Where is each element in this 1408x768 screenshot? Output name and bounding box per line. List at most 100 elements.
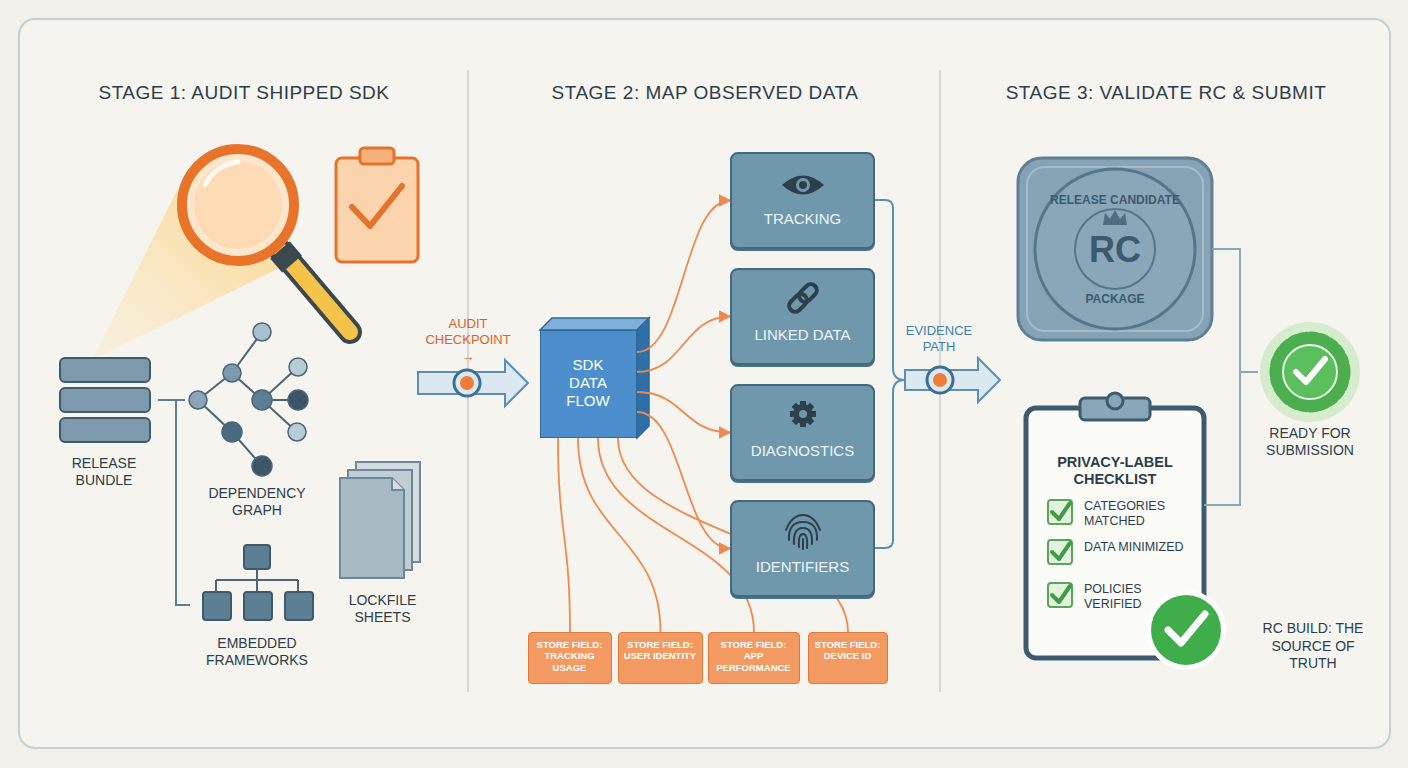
rc-package-badge: RELEASE CANDIDATERCPACKAGE — [1018, 158, 1212, 340]
fingerprint-icon — [789, 522, 817, 540]
node-text: STORE FIELD: TRACKING USAGE — [531, 639, 608, 673]
fingerprint-icon — [794, 528, 812, 544]
store-field-box: STORE FIELD: TRACKING USAGE — [528, 632, 612, 684]
audit-clipboard-icon — [336, 158, 418, 262]
magnifier-icon — [282, 252, 350, 332]
dependency-graph-icon — [222, 422, 242, 442]
gear-icon — [790, 411, 816, 417]
dependency-graph-icon — [252, 456, 272, 476]
lockfile-sheets-icon — [340, 462, 420, 578]
store-field-box: STORE FIELD: APP PERFORMANCE — [708, 632, 800, 684]
gear-icon — [800, 401, 806, 427]
connector — [637, 317, 730, 373]
gear-icon — [792, 403, 815, 426]
evidence-path-arrow — [905, 358, 1000, 402]
gear-icon — [799, 410, 807, 418]
evidence-bracket — [875, 380, 905, 548]
node-text: DATA MINIMIZED — [1084, 540, 1184, 555]
ready-seal-icon — [1274, 336, 1346, 408]
gear-icon — [792, 403, 815, 426]
frameworks-icon — [203, 592, 231, 620]
store-field-box: STORE FIELD: DEVICE ID — [808, 632, 888, 684]
rc-badge — [1018, 158, 1212, 340]
gear-icon — [790, 401, 816, 427]
dependency-graph-icon — [252, 390, 272, 410]
frameworks-icon — [285, 592, 313, 620]
category-box: LINKED DATA — [730, 268, 875, 365]
outer-frame — [19, 19, 1390, 748]
sdk-box-faces — [540, 318, 649, 438]
category-box: DIAGNOSTICS — [730, 384, 875, 481]
fingerprint-icon — [799, 534, 807, 548]
evidence-path-arrow — [927, 367, 953, 393]
frameworks-icon — [244, 545, 270, 569]
sdk-box-faces — [540, 318, 649, 330]
checkbox-icon — [1052, 503, 1070, 602]
frameworks-icon — [216, 569, 298, 592]
lockfile-sheets-icon — [392, 478, 404, 490]
node-text: DIAGNOSTICS — [732, 442, 873, 460]
evidence-path-arrow — [933, 373, 947, 387]
link-icon — [797, 282, 820, 305]
node-text: STORE FIELD: DEVICE ID — [811, 639, 884, 662]
connector — [578, 438, 661, 632]
fingerprint-icon — [786, 515, 820, 549]
connector — [637, 392, 730, 433]
magnifier-icon — [280, 250, 292, 264]
eye-icon — [782, 176, 824, 195]
ready-seal: READY FOR SUBMISSION — [1258, 330, 1362, 465]
stage-heading: STAGE 3: VALIDATE RC & SUBMIT — [942, 81, 1390, 105]
sdk-box-faces — [637, 318, 649, 438]
checkbox-icon — [1048, 500, 1072, 607]
bundle-icon — [60, 358, 150, 442]
node-text: STORE FIELD: APP PERFORMANCE — [711, 639, 796, 673]
stage-heading: STAGE 2: MAP OBSERVED DATA — [470, 81, 940, 105]
audit-checkpoint-arrow — [460, 376, 474, 390]
stage-heading: STAGE 1: AUDIT SHIPPED SDK — [20, 81, 468, 105]
node-text: PRIVACY-LABEL CHECKLIST — [1040, 454, 1190, 489]
ready-seal-icon — [1260, 322, 1360, 422]
approved-check-icon — [1151, 595, 1221, 665]
dependency-node: DEPENDENCY GRAPH — [185, 318, 330, 523]
approved-check-icon — [1146, 590, 1226, 670]
checkbox-icon — [1048, 500, 1072, 607]
lockfile-node: LOCKFILE SHEETS — [335, 458, 430, 618]
node-text: SDK DATA FLOW — [558, 356, 618, 410]
ready-seal-icon — [1260, 322, 1360, 422]
node-text: RC — [1018, 228, 1212, 271]
link-icon — [787, 292, 810, 315]
fingerprint-icon — [786, 515, 820, 530]
node-text: LOCKFILE SHEETS — [335, 592, 430, 626]
bundle-icon — [60, 358, 150, 382]
sdk-flow-box: SDK DATA FLOW — [540, 330, 637, 438]
frameworks-icon — [203, 545, 313, 620]
checklist-card: PRIVACY-LABEL CHECKLISTCATEGORIES MATCHE… — [1026, 408, 1204, 658]
connector — [637, 201, 730, 353]
eye-icon — [782, 176, 824, 195]
audit-clipboard-icon — [336, 148, 418, 262]
dependency-graph-icon — [189, 323, 308, 476]
checkbox-icon — [1048, 540, 1072, 564]
magnifier-icon — [194, 161, 282, 249]
checklist-clipboard — [1107, 393, 1123, 409]
checkbox-icon — [1052, 543, 1070, 559]
frameworks-node: EMBEDDED FRAMEWORKS — [190, 540, 325, 670]
checkbox-icon — [1048, 500, 1072, 524]
evidence-bracket — [875, 200, 905, 548]
audit-clipboard-icon — [360, 148, 394, 164]
fingerprint-icon — [802, 539, 804, 549]
checkbox-icon — [1052, 503, 1070, 519]
magnifier-icon — [205, 162, 238, 185]
connector — [1212, 249, 1258, 372]
bundle-icon — [60, 418, 150, 442]
node-text: EMBEDDED FRAMEWORKS — [197, 635, 317, 669]
note-label: RC BUILD: THE SOURCE OF TRUTH — [1258, 620, 1368, 673]
checkpoint-label: AUDIT CHECKPOINT → — [420, 316, 516, 365]
node-text: RELEASE BUNDLE — [50, 455, 158, 489]
audit-checkpoint-arrow — [454, 370, 480, 396]
frameworks-icon — [203, 545, 313, 620]
node-text: IDENTIFIERS — [732, 558, 873, 576]
approved-check-icon — [1146, 590, 1226, 670]
magnifier-icon — [282, 252, 350, 332]
